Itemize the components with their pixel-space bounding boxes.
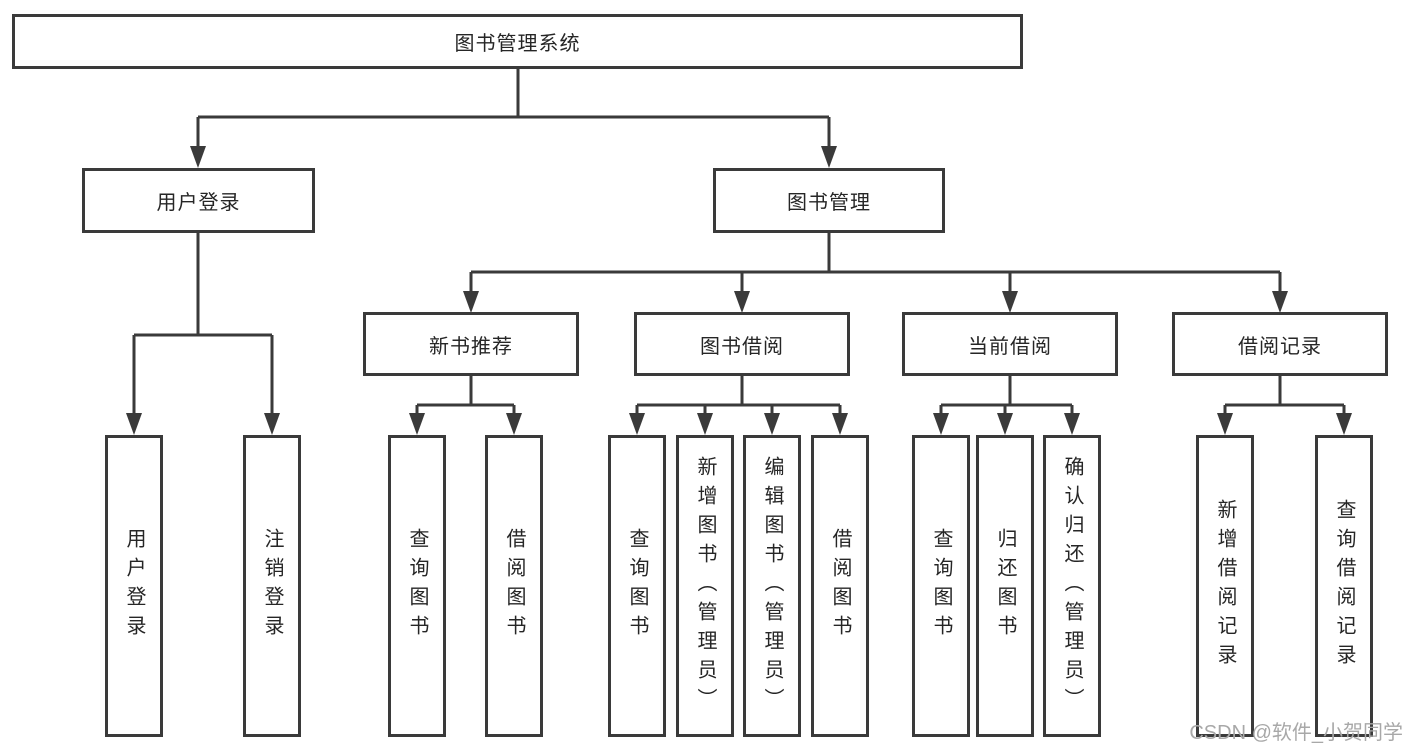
leaf-borrow-books-recommend: 借阅图书 [485, 435, 543, 737]
leaf-edit-books-admin: 编辑图书（管理员） [743, 435, 801, 737]
leaf-logout: 注销登录 [243, 435, 301, 737]
node-current-borrow: 当前借阅 [902, 312, 1118, 376]
leaf-query-borrow-record: 查询借阅记录 [1315, 435, 1373, 737]
leaf-borrow-books: 借阅图书 [811, 435, 869, 737]
node-root: 图书管理系统 [12, 14, 1023, 69]
leaf-user-login: 用户登录 [105, 435, 163, 737]
leaf-query-books-borrow: 查询图书 [608, 435, 666, 737]
csdn-watermark: CSDN @软件_小贺同学 [1189, 722, 1403, 744]
leaf-add-books-admin: 新增图书（管理员） [676, 435, 734, 737]
leaf-query-books-recommend: 查询图书 [388, 435, 446, 737]
node-book-borrow: 图书借阅 [634, 312, 850, 376]
node-user-login: 用户登录 [82, 168, 315, 233]
leaf-query-books-current: 查询图书 [912, 435, 970, 737]
leaf-confirm-return-admin: 确认归还（管理员） [1043, 435, 1101, 737]
node-borrow-record: 借阅记录 [1172, 312, 1388, 376]
node-new-book-recommend: 新书推荐 [363, 312, 579, 376]
leaf-add-borrow-record: 新增借阅记录 [1196, 435, 1254, 737]
node-book-management: 图书管理 [713, 168, 945, 233]
leaf-return-books: 归还图书 [976, 435, 1034, 737]
